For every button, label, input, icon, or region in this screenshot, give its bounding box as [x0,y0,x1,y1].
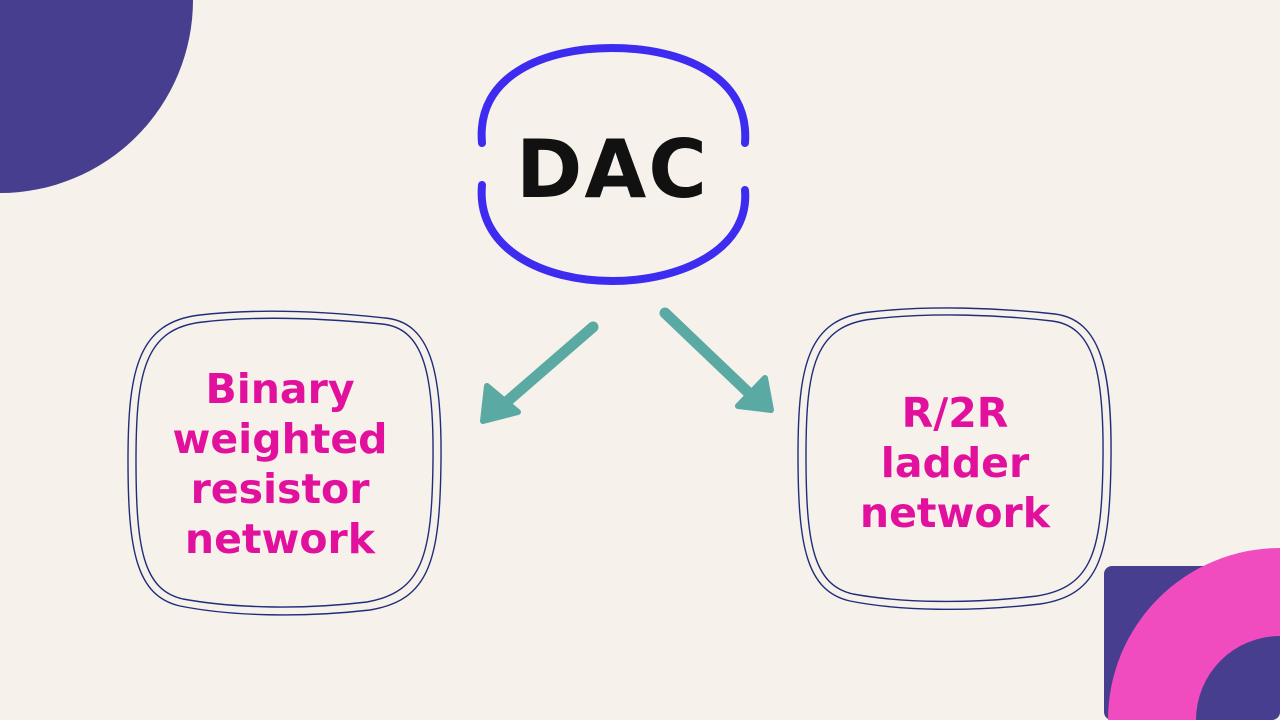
right-node-line: network [859,489,1051,537]
left-node-line: weighted [172,415,388,463]
left-node-line: resistor [190,465,370,513]
arrow-to-left-node [480,321,599,424]
right-node-line: ladder [880,439,1030,487]
root-node-label: DAC [515,123,710,216]
root-node-outline [477,43,750,286]
top-left-quarter-circle [0,0,193,193]
right-node-label: R/2R ladder network [820,388,1090,538]
left-node-outline [127,310,442,616]
right-node-outline [797,307,1112,611]
arrow-to-right-node [659,307,774,413]
right-node-line: R/2R [901,389,1009,437]
left-node-line: Binary [205,365,355,413]
bottom-right-pink-arc [1108,548,1280,720]
left-node-line: network [184,515,376,563]
left-node-label: Binary weighted resistor network [150,364,410,564]
